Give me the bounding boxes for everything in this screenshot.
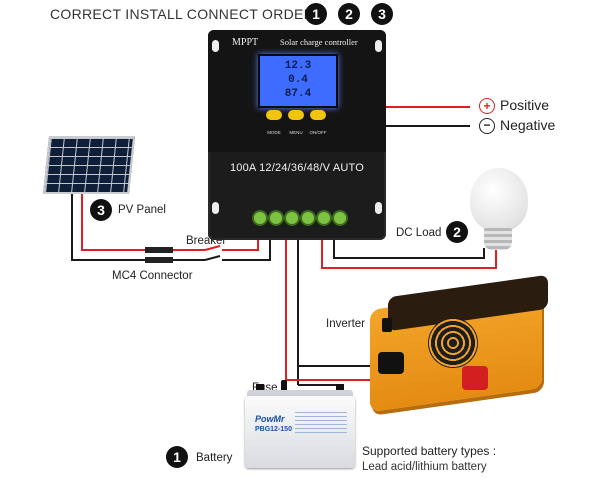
terminal [332,210,348,226]
breaker-switch-top [204,245,221,251]
load-negative-wire [333,222,485,259]
battery-order-badge: 1 [166,446,188,468]
battery-icon: PowMr PBG12-150 [245,396,355,468]
inverter-label: Inverter [326,318,365,330]
power-button[interactable] [310,110,326,120]
lcd-screen: 12.3 0.4 87.4 [258,54,338,108]
supported-types-title: Supported battery types : [362,444,497,458]
power-button-label: ON/OFF [309,130,327,135]
pv-panel-label: PV Panel [118,204,166,216]
pv-negative-wire [71,192,145,261]
battery-brand: PowMr [255,414,285,424]
menu-button[interactable] [288,110,304,120]
charge-controller: MPPT Solar charge controller 12.3 0.4 87… [208,30,386,240]
terminal [300,210,316,226]
mount-hole [375,202,382,214]
mc4-connector-top [145,247,173,253]
controller-brand: MPPT [232,37,259,48]
bulb-base [484,228,512,250]
mc4-connector-label: MC4 Connector [112,270,193,282]
pv-positive-wire [81,192,145,251]
mode-button[interactable] [266,110,282,120]
dc-load-order-badge: 2 [446,221,468,243]
light-bulb-icon [470,168,528,232]
battery-spec-lines [295,412,347,434]
terminal-block [248,208,348,226]
fan-icon [428,318,478,368]
dc-load-label: DC Load [396,227,442,239]
mode-button-label: MODE [267,130,281,135]
breaker-switch-bottom [204,255,221,261]
negative-icon: − [479,118,495,134]
mount-hole [212,40,219,52]
solar-panel-icon [42,136,136,194]
inverter-negative-terminal [378,352,404,374]
mount-hole [212,202,219,214]
battery-positive-post [256,384,264,391]
battery-label: Battery [196,452,233,464]
terminal [268,210,284,226]
battery-lid [247,390,353,400]
terminal [316,210,332,226]
install-order-title: CORRECT INSTALL CONNECT ORDER: [50,6,319,22]
controller-spec: 100A 12/24/36/48/V AUTO [229,162,365,174]
battery-model: PBG12-150 [255,426,292,433]
battery-negative-post [336,384,344,391]
mount-hole [375,40,382,52]
load-positive-wire [321,222,497,269]
terminal [284,210,300,226]
fuse-icon [281,380,287,394]
lcd-line-2: 0.4 [288,74,308,86]
breaker-label: Breaker [186,235,227,247]
lcd-line-1: 12.3 [284,60,312,72]
legend-positive: Positive [500,97,550,113]
menu-button-label: MENU [289,130,303,135]
terminal [252,210,268,226]
controller-name: Solar charge controller [280,37,358,47]
order-badge-2: 2 [338,3,360,25]
legend-negative: Negative [500,117,556,133]
inverter-switch [382,318,392,332]
lcd-line-3: 87.4 [284,88,312,100]
supported-types-list: Lead acid/lithium battery [362,461,487,473]
inverter-positive-terminal [462,366,488,390]
order-badge-3: 3 [371,3,393,25]
order-badge-1: 1 [305,3,327,25]
positive-icon: + [479,98,495,114]
mc4-connector-bottom [145,257,173,263]
pv-panel-order-badge: 3 [90,199,112,221]
